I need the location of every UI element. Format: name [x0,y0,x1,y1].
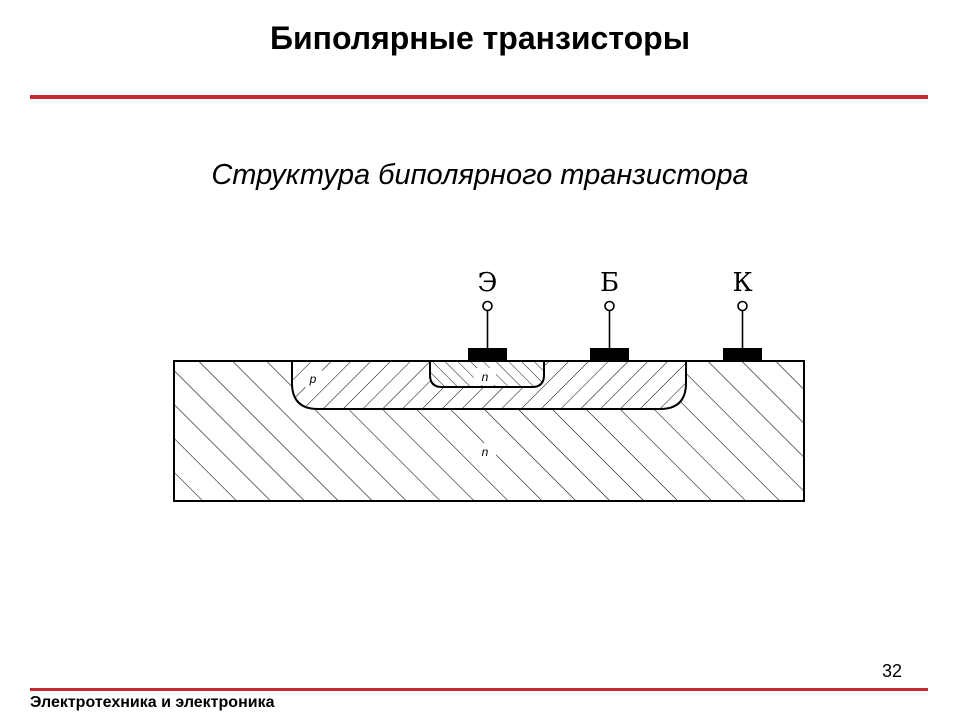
footer-course-title: Электротехника и электроника [30,694,275,711]
base-region-label: p [309,372,317,386]
emitter-pin [482,300,493,312]
base-terminal: Б [590,268,629,361]
emitter-terminal: Э [468,268,507,361]
slide-subtitle: Структура биполярного транзистора [211,159,749,191]
collector-label: К [732,268,752,298]
emitter-contact [468,348,507,361]
title-divider [30,95,928,99]
base-label: Б [600,268,619,298]
emitter-label: Э [478,268,498,298]
collector-terminal: К [723,268,762,361]
base-contact [590,348,629,361]
collector-contact [723,348,762,361]
footer-divider [30,688,928,691]
base-pin [604,300,615,312]
slide-title: Биполярные транзисторы [269,20,691,56]
collector-pin [737,300,748,312]
emitter-region-label: n [482,370,489,384]
transistor-structure-diagram: p n n Э Б К [173,268,805,502]
page-number: 32 [882,661,903,681]
collector-region-label: n [482,445,489,459]
